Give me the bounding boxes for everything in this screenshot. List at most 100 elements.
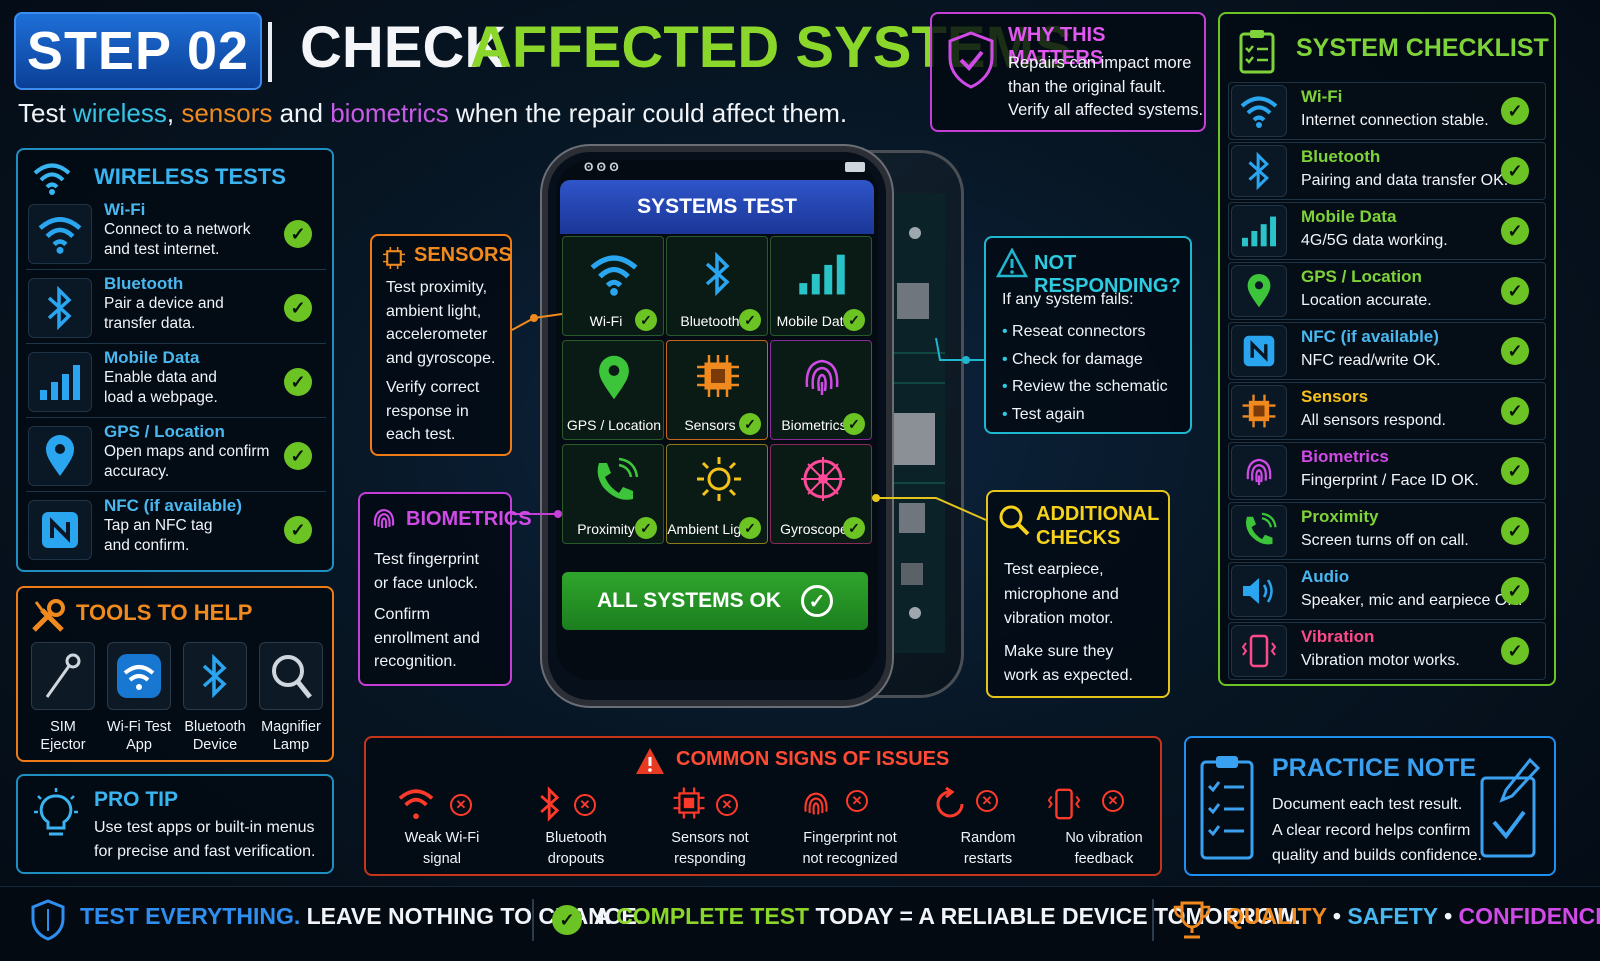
systems-test-header: SYSTEMS TEST	[560, 180, 874, 234]
tile-mobile-data[interactable]: Mobile Data ✓	[770, 236, 872, 336]
wireless-tests-card: WIRELESS TESTS Wi-Fi Connect to a networ…	[16, 148, 334, 572]
wireless-item-title: Bluetooth	[104, 274, 184, 293]
list-item: • Check for damage	[1002, 350, 1143, 368]
tile-label: Wi-Fi	[589, 313, 623, 329]
tools-title: TOOLS TO HELP	[76, 600, 253, 625]
bluetooth-icon	[183, 642, 247, 710]
restart-icon	[936, 786, 964, 818]
checklist-title: SYSTEM CHECKLIST	[1296, 34, 1549, 62]
checklist-item-nfc: NFC (if available) NFC read/write OK. ✓	[1228, 322, 1546, 380]
list-item: • Review the schematic	[1002, 378, 1168, 395]
chip-icon	[1231, 385, 1287, 437]
checklist-item-desc: Location accurate.	[1301, 292, 1432, 309]
sun-icon	[697, 457, 741, 501]
check-icon: ✓	[739, 413, 761, 435]
tile-proximity[interactable]: Proximity ✓	[562, 444, 664, 544]
tile-label: Biometrics	[781, 417, 847, 433]
checklist-item-vibration: Vibration Vibration motor works. ✓	[1228, 622, 1546, 680]
shield-icon	[31, 899, 65, 941]
wifi-icon	[28, 204, 92, 264]
why-line: Verify all affected systems.	[1008, 101, 1204, 119]
fingerprint-icon	[804, 792, 828, 815]
checklist-item-desc: Speaker, mic and earpiece OK.	[1301, 592, 1523, 609]
checklist-item-title: Sensors	[1301, 387, 1369, 406]
checklist-item-wifi: Wi-Fi Internet connection stable. ✓	[1228, 82, 1546, 140]
sensors-title: SENSORS	[414, 244, 512, 266]
location-pin-icon	[1231, 265, 1287, 317]
bluetooth-icon	[705, 251, 730, 297]
clipboard-checklist-icon	[1200, 756, 1254, 860]
wrench-screwdriver-icon	[32, 599, 65, 632]
tile-label: Bluetooth	[680, 313, 740, 329]
tile-bluetooth[interactable]: Bluetooth ✓	[666, 236, 768, 336]
subtitle-wireless: wireless	[72, 98, 167, 128]
document-pen-icon	[1480, 757, 1541, 858]
clipboard-icon	[1239, 30, 1275, 74]
x-icon: ✕	[716, 794, 738, 816]
check-icon: ✓	[739, 309, 761, 331]
why-this-matters-card: WHY THIS MATTERS Repairs can impact more…	[930, 12, 1206, 132]
tile-biometrics[interactable]: Biometrics ✓	[770, 340, 872, 440]
tile-sensors[interactable]: Sensors ✓	[666, 340, 768, 440]
tile-gyroscope[interactable]: Gyroscope ✓	[770, 444, 872, 544]
footer-bar: TEST EVERYTHING. LEAVE NOTHING TO CHANCE…	[0, 886, 1600, 961]
location-pin-icon	[599, 355, 629, 400]
checklist-item-title: Audio	[1301, 567, 1350, 586]
x-icon: ✕	[450, 794, 472, 816]
check-icon: ✓	[1501, 277, 1529, 305]
x-icon: ✕	[574, 794, 596, 816]
check-icon: ✓	[1501, 157, 1529, 185]
why-line: than the original fault.	[1008, 77, 1166, 96]
magnifier-icon	[259, 642, 323, 710]
check-icon: ✓	[1501, 637, 1529, 665]
footer-slogan-2: A COMPLETE TEST TODAY = A RELIABLE DEVIC…	[594, 903, 1301, 929]
nfc-icon	[1231, 325, 1287, 377]
check-circle-icon: ✓	[552, 905, 582, 935]
check-icon: ✓	[284, 220, 312, 248]
wifi-icon	[590, 255, 638, 296]
fingerprint-icon	[1231, 445, 1287, 497]
tile-label: Sensors	[684, 417, 736, 433]
list-item: • Reseat connectors	[1002, 323, 1146, 340]
tile-label: GPS / Location	[566, 417, 662, 433]
trophy-icon	[1173, 901, 1211, 939]
signal-bars-icon	[799, 254, 845, 295]
tile-ambient-light[interactable]: Ambient Light ✓	[666, 444, 768, 544]
check-icon: ✓	[1501, 457, 1529, 485]
tile-wifi[interactable]: Wi-Fi ✓	[562, 236, 664, 336]
check-icon: ✓	[284, 294, 312, 322]
check-icon: ✓	[739, 517, 761, 539]
signal-bars-icon	[28, 352, 92, 412]
checklist-item-title: Biometrics	[1301, 447, 1389, 466]
chip-icon	[673, 787, 705, 819]
location-pin-icon	[28, 426, 92, 486]
step-badge: STEP 02	[14, 12, 262, 90]
check-icon: ✓	[284, 516, 312, 544]
subtitle-text: Test	[18, 98, 66, 128]
subtitle-biometrics: biometrics	[330, 98, 449, 128]
why-text: Repairs can impact more than the origina…	[1008, 52, 1203, 123]
checklist-item-title: NFC (if available)	[1301, 327, 1439, 346]
tile-gps[interactable]: GPS / Location	[562, 340, 664, 440]
warning-icon	[636, 748, 664, 774]
wireless-title: WIRELESS TESTS	[94, 164, 286, 189]
all-systems-ok-button[interactable]: ALL SYSTEMS OK ✓	[562, 572, 868, 630]
bluetooth-icon	[540, 786, 560, 822]
chip-icon	[383, 247, 405, 269]
battery-icon	[845, 162, 865, 172]
title-separator	[268, 22, 272, 82]
check-icon: ✓	[1501, 397, 1529, 425]
